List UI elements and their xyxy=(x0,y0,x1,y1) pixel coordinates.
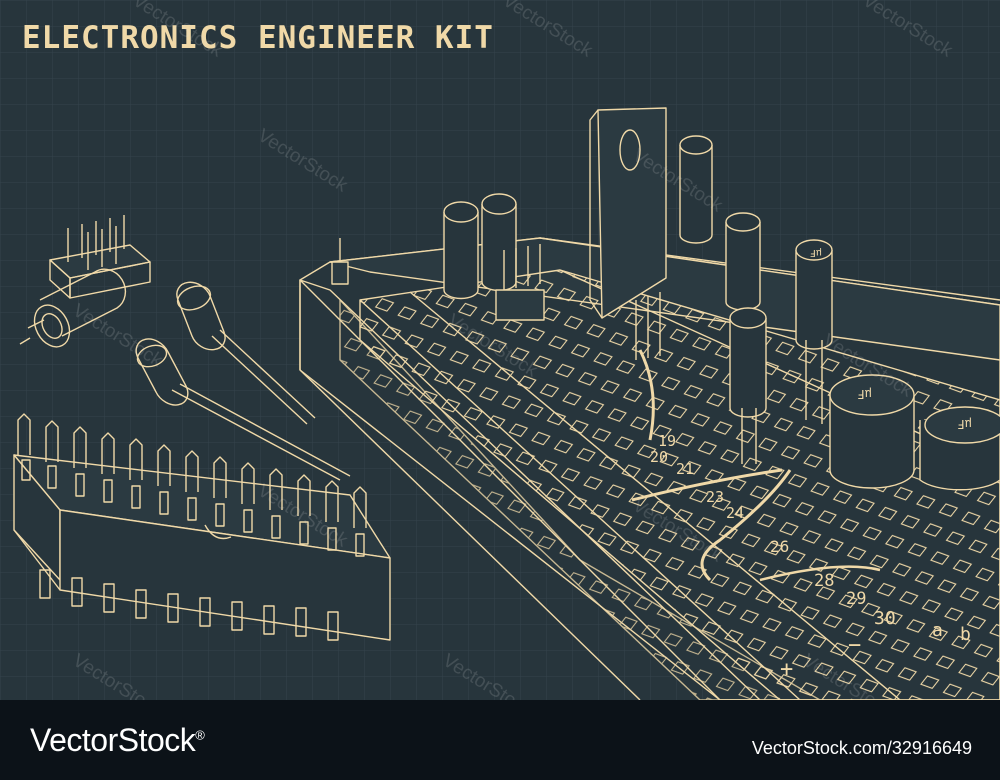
column-letter-a: a xyxy=(932,620,943,641)
row-number-24: 24 xyxy=(726,504,744,522)
row-number-28: 28 xyxy=(814,571,834,591)
capacitor-large xyxy=(829,374,1000,491)
capacitor-tall-4 xyxy=(729,307,767,464)
capacitor-axial-1 xyxy=(176,281,316,425)
column-letter-b: b xyxy=(960,624,971,645)
brand-registered-mark: ® xyxy=(195,727,205,743)
capacitor-tall-1 xyxy=(679,135,713,244)
capacitor-tall-2 xyxy=(725,212,761,311)
row-number-30: 30 xyxy=(874,608,896,629)
capacitor-mark-1: µF xyxy=(858,387,872,401)
capacitor-mark-3: µF xyxy=(810,247,822,258)
row-number-26: 26 xyxy=(770,537,789,556)
capacitor-mark-2: µF xyxy=(958,417,972,431)
voltage-regulator xyxy=(589,107,667,360)
jumper-wires xyxy=(631,349,881,582)
pin-header xyxy=(49,215,151,299)
rail-minus: − xyxy=(848,633,861,658)
row-number-23: 23 xyxy=(706,488,724,506)
illustration-title: ELECTRONICS ENGINEER KIT xyxy=(22,20,494,56)
dip-ic-chip xyxy=(13,413,391,641)
footer-bar: VectorStock® VectorStock.com/32916649 xyxy=(0,700,1000,780)
capacitor-axial-2 xyxy=(135,338,351,481)
row-number-21: 21 xyxy=(676,460,694,478)
blueprint-illustration: 19 20 21 23 24 26 28 29 30 a b + − µF µF… xyxy=(0,0,1000,700)
rail-plus: + xyxy=(780,657,793,682)
capacitor-tall-3 xyxy=(795,239,833,424)
row-number-29: 29 xyxy=(846,589,866,609)
brand-name: VectorStock xyxy=(30,722,196,758)
image-id-label: VectorStock.com/32916649 xyxy=(751,738,972,758)
blueprint-drawing: 19 20 21 23 24 26 28 29 30 a b + − µF µF… xyxy=(0,0,1000,700)
capacitor-pair xyxy=(443,193,517,300)
capacitor-left xyxy=(19,268,127,348)
row-number-20: 20 xyxy=(650,448,668,466)
row-number-19: 19 xyxy=(658,432,676,450)
breadboard-header xyxy=(331,238,545,321)
brand-logo: VectorStock® xyxy=(30,722,205,759)
